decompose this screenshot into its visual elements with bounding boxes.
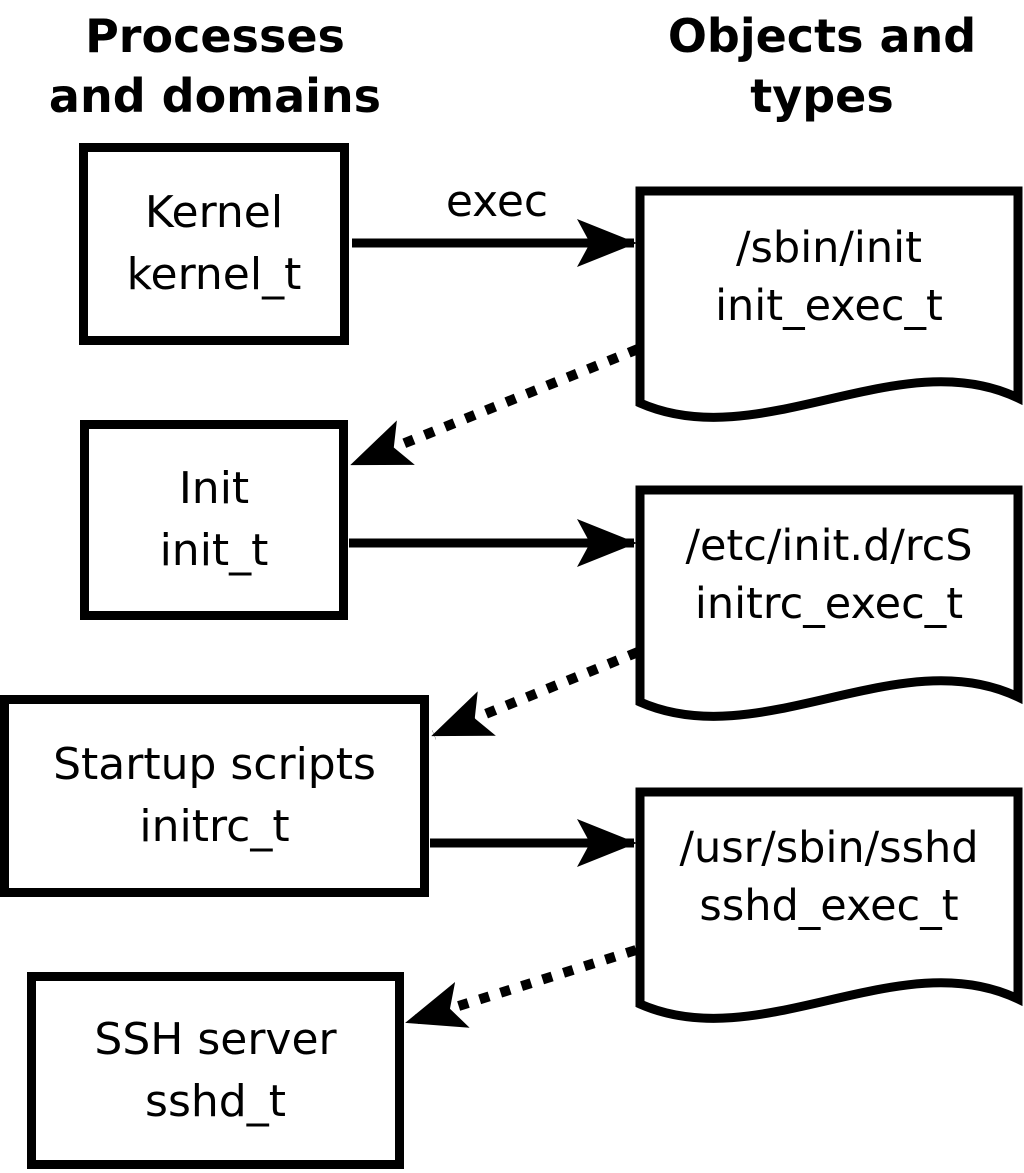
process-box-ssh-server: SSH server sshd_t — [27, 972, 404, 1169]
process-box-startup-scripts: Startup scripts initrc_t — [0, 695, 429, 897]
process-domain: initrc_t — [139, 801, 290, 852]
column-header-processes-line1: Processes — [85, 9, 345, 63]
process-box-init: Init init_t — [80, 420, 348, 620]
column-header-processes: Processes and domains — [15, 6, 415, 126]
process-label: Init — [178, 463, 250, 514]
object-path: /sbin/init — [736, 223, 922, 273]
process-label: SSH server — [94, 1013, 337, 1065]
column-header-objects: Objects and types — [620, 6, 1024, 126]
object-path: /usr/sbin/sshd — [679, 823, 979, 873]
object-path: /etc/init.d/rcS — [685, 521, 973, 571]
column-header-objects-line1: Objects and — [667, 9, 977, 63]
column-header-processes-line2: and domains — [48, 69, 382, 123]
transition-arrow-sshd-to-sshd-t — [405, 945, 638, 1028]
column-header-objects-line2: types — [750, 69, 894, 123]
exec-arrow-label: exec — [445, 176, 549, 227]
document-shape-sbin-init — [635, 186, 1023, 422]
process-label: Kernel — [144, 187, 284, 238]
object-type: sshd_exec_t — [699, 881, 959, 931]
object-doc-etc-initd-rcs-text: /etc/init.d/rcS initrc_exec_t — [648, 517, 1010, 633]
process-domain: init_t — [159, 525, 269, 576]
object-type: init_exec_t — [715, 281, 943, 331]
object-doc-sbin-init-text: /sbin/init init_exec_t — [648, 219, 1010, 335]
object-doc-usr-sbin-sshd-text: /usr/sbin/sshd sshd_exec_t — [648, 819, 1010, 935]
document-shape-usr-sbin-sshd — [635, 787, 1023, 1023]
process-domain: sshd_t — [145, 1075, 286, 1127]
transition-arrow-sbin-init-to-init-t — [350, 344, 640, 469]
document-shape-etc-initd-rcs — [635, 485, 1023, 721]
process-box-kernel: Kernel kernel_t — [79, 143, 349, 345]
process-label: Startup scripts — [53, 739, 376, 790]
transition-arrow-rcs-to-initrc-t — [431, 647, 640, 740]
process-domain: kernel_t — [126, 249, 302, 300]
object-type: initrc_exec_t — [694, 579, 964, 629]
